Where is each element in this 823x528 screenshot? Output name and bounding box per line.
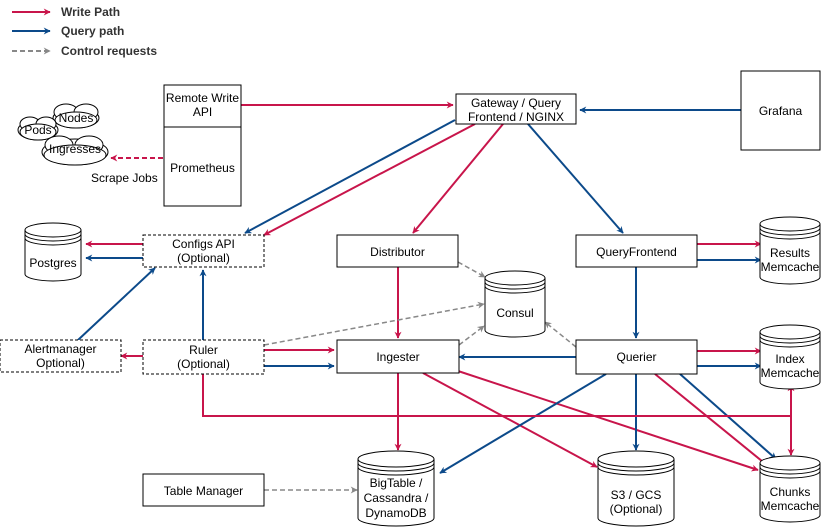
edge-ingester-to-chunks <box>454 369 759 472</box>
prometheus-box[interactable] <box>163 126 242 207</box>
query-frontend-node[interactable]: QueryFrontend <box>575 234 698 268</box>
index-memcache-node[interactable]: Index Memcache <box>759 324 821 390</box>
edge-gateway-to-configs <box>263 123 476 236</box>
index-label-1: Index <box>775 352 804 366</box>
index-label-2: Memcache <box>761 366 820 380</box>
ruler-node[interactable]: Ruler (Optional) <box>142 339 265 375</box>
grafana-node[interactable]: Grafana <box>740 70 821 151</box>
cloud-pods: Pods <box>17 116 59 141</box>
bigtable-label-2: Cassandra / <box>364 491 429 505</box>
cloud-nodes: Nodes <box>52 103 100 129</box>
edge-querier-to-chunks-write <box>654 373 769 467</box>
ingester-label: Ingester <box>376 350 419 364</box>
s3-label-1: S3 / GCS <box>611 488 662 502</box>
edge-alertmanager-to-configs <box>77 267 156 341</box>
query-path-edges <box>77 106 777 474</box>
scrape-targets-cloud: Nodes Pods Ingresses Scrape Jobs <box>17 103 158 185</box>
ruler-label-1: Ruler <box>189 343 218 357</box>
alertmanager-node[interactable]: Alertmanager Optional) <box>0 339 122 373</box>
gateway-label-2: Frontend / NGINX <box>468 110 564 124</box>
results-memcache-node[interactable]: Results Memcache <box>759 216 821 285</box>
scrape-jobs-label: Scrape Jobs <box>91 171 158 185</box>
results-label-2: Memcache <box>761 260 820 274</box>
edge-querier-to-consul <box>544 321 577 348</box>
configs-api-label-1: Configs API <box>172 237 235 251</box>
gateway-label-1: Gateway / Query <box>471 96 561 110</box>
write-path-edges <box>85 101 795 472</box>
distributor-label: Distributor <box>370 245 425 259</box>
cloud-ingresses: Ingresses <box>41 135 109 166</box>
remote-write-api-label: API <box>193 105 212 119</box>
postgres-label: Postgres <box>29 256 76 270</box>
results-label-1: Results <box>770 246 810 260</box>
grafana-label: Grafana <box>759 104 803 118</box>
distributor-node[interactable]: Distributor <box>336 234 459 268</box>
bigtable-node[interactable]: BigTable / Cassandra / DynamoDB <box>357 450 435 527</box>
cloud-ingresses-label: Ingresses <box>49 142 101 156</box>
postgres-node[interactable]: Postgres <box>24 222 82 282</box>
control-edges <box>263 261 577 494</box>
alertmanager-label-1: Alertmanager <box>24 342 96 356</box>
chunks-memcache-node[interactable]: Chunks Memcache <box>759 455 821 523</box>
edge-ingester-to-consul <box>458 325 485 346</box>
edge-distributor-to-consul <box>457 261 486 278</box>
cloud-pods-label: Pods <box>24 123 51 137</box>
consul-label: Consul <box>496 306 533 320</box>
table-manager-node[interactable]: Table Manager <box>142 473 265 507</box>
s3-label-2: (Optional) <box>610 502 663 516</box>
configs-api-node[interactable]: Configs API (Optional) <box>142 234 265 268</box>
edge-gateway-to-configs-query <box>244 119 456 234</box>
edge-gateway-to-distributor <box>412 123 504 234</box>
chunks-label-1: Chunks <box>770 485 811 499</box>
s3-gcs-node[interactable]: S3 / GCS (Optional) <box>597 450 675 527</box>
table-manager-label: Table Manager <box>164 484 243 498</box>
legend-control-label: Control requests <box>61 44 157 58</box>
legend: Write Path Query path Control requests <box>12 5 157 58</box>
legend-write-label: Write Path <box>61 5 120 19</box>
edge-ruler-to-consul <box>263 301 485 346</box>
edge-ingester-to-s3 <box>422 372 598 468</box>
ruler-label-2: (Optional) <box>177 357 230 371</box>
remote-write-label: Remote Write <box>166 91 239 105</box>
querier-node[interactable]: Querier <box>575 339 698 375</box>
querier-label: Querier <box>616 350 656 364</box>
consul-node[interactable]: Consul <box>484 270 546 338</box>
cloud-nodes-label: Nodes <box>59 111 94 125</box>
bigtable-label-3: DynamoDB <box>365 506 426 520</box>
query-frontend-label: QueryFrontend <box>596 245 677 259</box>
edge-ruler-to-memcache <box>202 374 791 417</box>
edge-querier-to-bigtable <box>439 373 607 474</box>
gateway-node[interactable]: Gateway / Query Frontend / NGINX <box>455 93 577 125</box>
chunks-label-2: Memcache <box>761 499 820 513</box>
edge-gateway-to-queryfrontend <box>527 123 624 234</box>
prometheus-node[interactable]: Remote Write API Prometheus <box>163 84 242 207</box>
remote-write-api-box[interactable] <box>163 84 242 128</box>
configs-api-label-2: (Optional) <box>177 251 230 265</box>
legend-query-label: Query path <box>61 24 124 38</box>
ingester-node[interactable]: Ingester <box>336 339 460 374</box>
bigtable-label-1: BigTable / <box>370 476 423 490</box>
prometheus-label: Prometheus <box>170 161 235 175</box>
alertmanager-label-2: Optional) <box>36 356 85 370</box>
